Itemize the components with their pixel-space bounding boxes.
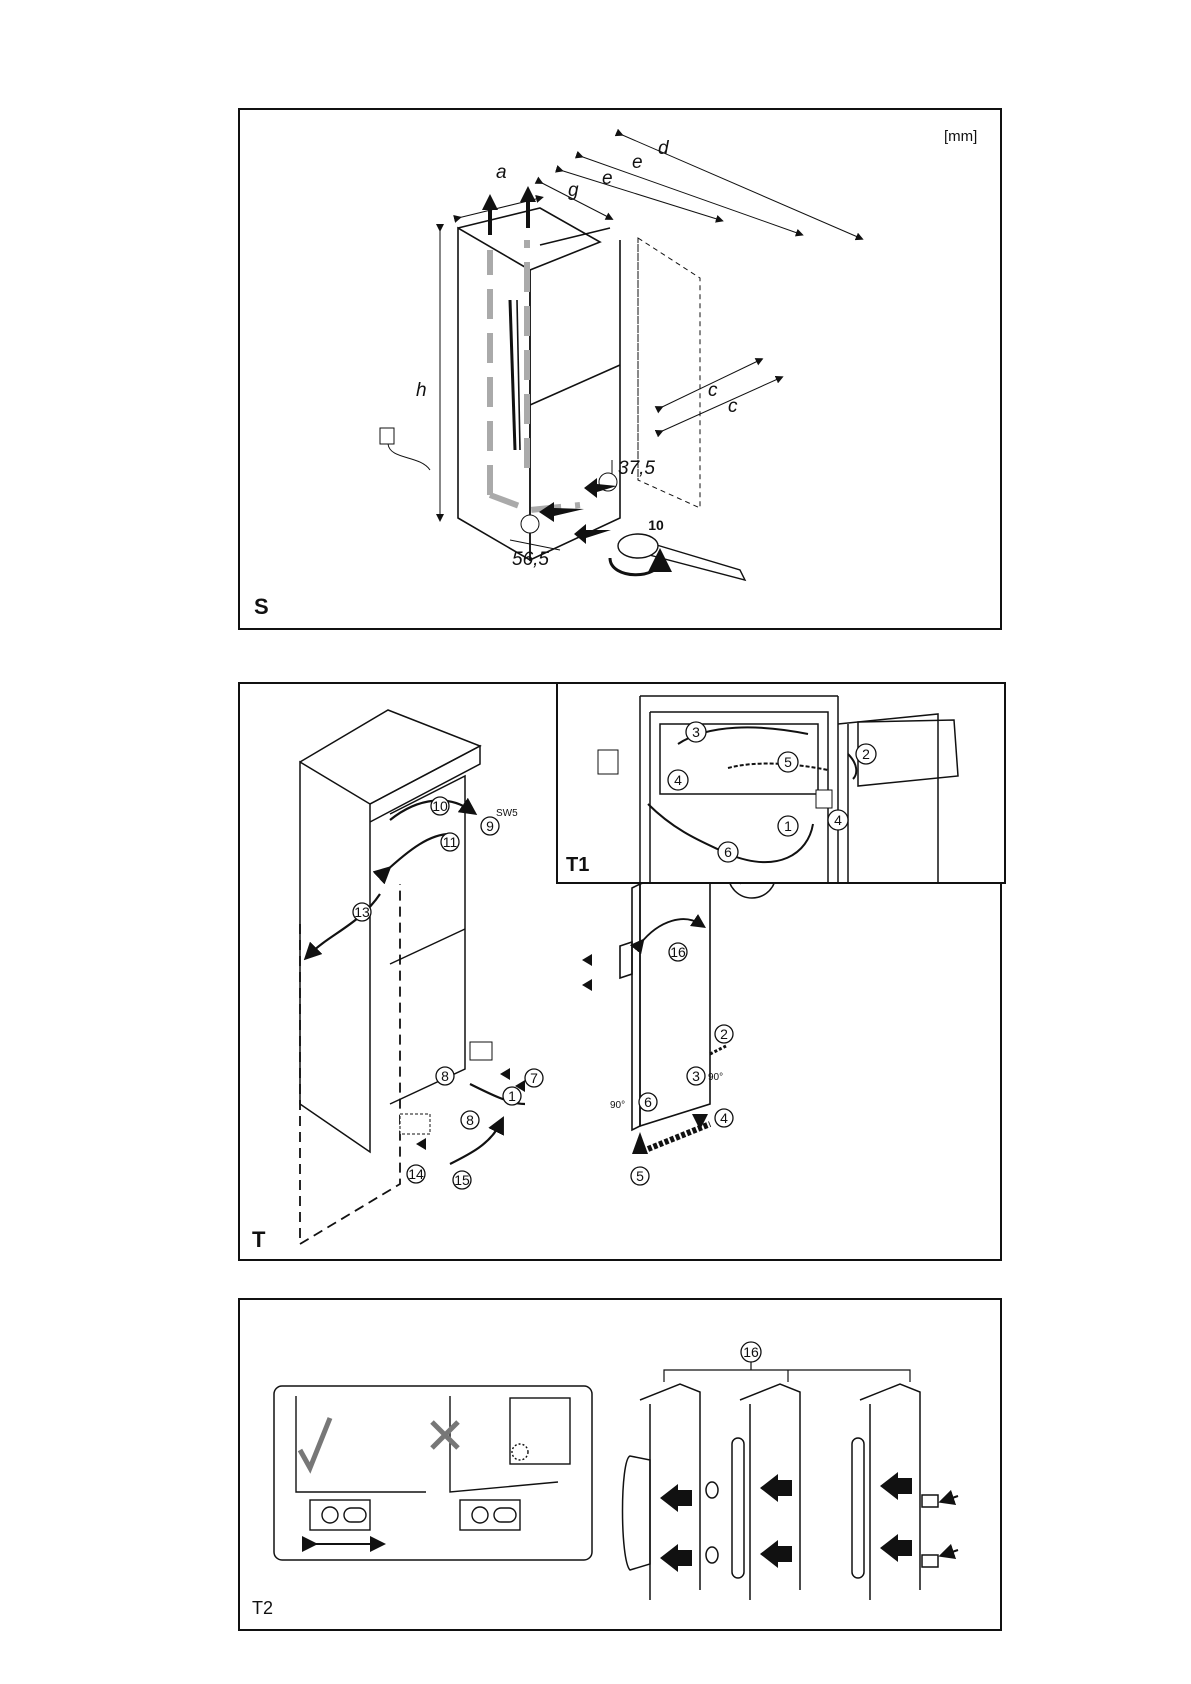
t1-step-6: 6 xyxy=(724,844,732,860)
dim-e-1: e xyxy=(602,168,613,189)
step-10: 10 xyxy=(432,798,448,814)
step-8: 8 xyxy=(441,1068,449,1084)
t1-step-3: 3 xyxy=(692,724,700,740)
panel-label-t1: T1 xyxy=(566,854,590,876)
dim-10: 10 xyxy=(648,517,664,533)
step-4: 4 xyxy=(720,1110,728,1126)
t1-step-2: 2 xyxy=(862,746,870,762)
hinge-detail-diagram: 3 2 4 5 1 4 6 xyxy=(597,695,959,882)
step-15: 15 xyxy=(454,1172,470,1188)
angle-label-2: 90° xyxy=(610,1100,625,1111)
step-3: 3 xyxy=(692,1068,700,1084)
step-2: 2 xyxy=(720,1026,728,1042)
step-5: 5 xyxy=(636,1168,644,1184)
t1-step-5: 5 xyxy=(784,754,792,770)
dim-c-1: c xyxy=(708,380,718,401)
step-16: 16 xyxy=(670,944,686,960)
panel-label-t2: T2 xyxy=(252,1598,274,1618)
dim-37-5: 37,5 xyxy=(618,458,655,479)
dim-56-5: 56,5 xyxy=(512,549,549,570)
panel-t2-handle-options: 16 T2 xyxy=(238,1298,1002,1631)
step-9: 9 xyxy=(486,818,494,834)
step-1: 1 xyxy=(508,1088,516,1104)
angle-label-1: 90° xyxy=(708,1072,723,1083)
step-7: 7 xyxy=(530,1070,538,1086)
step-6: 6 xyxy=(644,1094,652,1110)
dim-c-2: c xyxy=(728,396,738,417)
incorrect-cross-icon xyxy=(430,1420,460,1450)
step-14: 14 xyxy=(408,1166,424,1182)
dim-g: g xyxy=(568,180,579,201)
t2-step-16: 16 xyxy=(743,1344,759,1360)
panel-t-door-reversal: 10 9 11 13 8 7 1 8 14 15 1 2 16 2 3 4 5 6… xyxy=(238,682,1006,1261)
unit-label: [mm] xyxy=(944,128,978,145)
panel-s-dimensions: [mm] xyxy=(238,108,1002,630)
panel-label-s: S xyxy=(254,594,269,619)
dim-e-2: e xyxy=(632,152,643,173)
panel-label-t: T xyxy=(252,1227,266,1252)
fridge-dimension-diagram: h a g e e d c c 37,5 56,5 10 xyxy=(379,128,864,582)
step-11: 11 xyxy=(443,834,458,850)
correct-check-icon xyxy=(297,1417,333,1474)
handle-mounting-diagram: 16 xyxy=(273,1341,959,1600)
t1-step-4b: 4 xyxy=(834,812,842,828)
dim-h: h xyxy=(416,380,427,401)
dim-d: d xyxy=(658,138,670,159)
t1-step-4a: 4 xyxy=(674,772,682,788)
wrench-size-label: SW5 xyxy=(496,808,518,819)
step-13: 13 xyxy=(354,904,370,920)
dim-a: a xyxy=(496,162,507,183)
t1-step-1: 1 xyxy=(784,818,792,834)
step-8b: 8 xyxy=(466,1112,474,1128)
panel-t1-inset: 3 2 4 5 1 4 6 T1 xyxy=(556,682,1006,884)
